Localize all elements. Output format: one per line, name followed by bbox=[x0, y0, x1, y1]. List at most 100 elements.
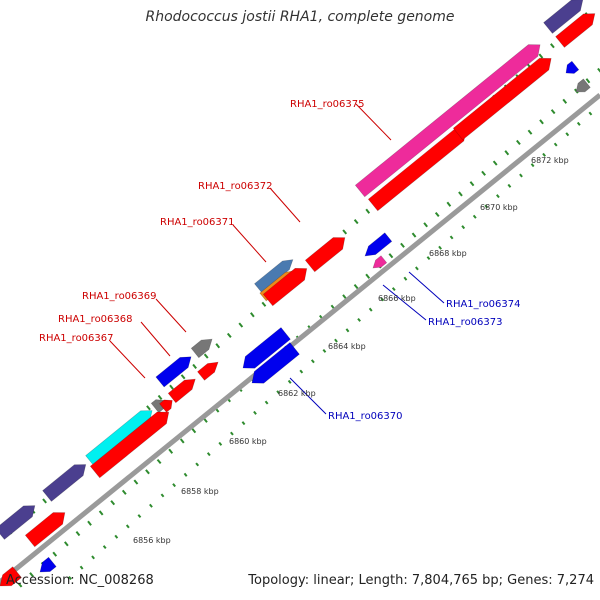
gene-label-ro06369[interactable]: RHA1_ro06369 bbox=[82, 291, 157, 302]
genome-summary-text: Topology: linear; Length: 7,804,765 bp; … bbox=[248, 573, 594, 588]
gene-arrow[interactable] bbox=[452, 57, 552, 141]
tick-mark bbox=[461, 225, 466, 230]
kbp-axis-labels: 6856 kbp 6858 kbp 6860 kbp 6862 kbp 6864… bbox=[133, 156, 569, 545]
tick-mark bbox=[157, 394, 163, 401]
tick-mark bbox=[52, 551, 58, 557]
kbp-label: 6866 kbp bbox=[378, 294, 416, 303]
tick-mark bbox=[114, 534, 119, 539]
tick-mark bbox=[334, 338, 338, 343]
gene-arrow[interactable] bbox=[0, 505, 36, 540]
gene-arrow[interactable] bbox=[167, 378, 196, 404]
tick-mark bbox=[426, 256, 431, 261]
gene-label-ro06371[interactable]: RHA1_ro06371 bbox=[160, 217, 235, 228]
gene-arrow[interactable] bbox=[372, 255, 388, 269]
gene-label-ro06370[interactable]: RHA1_ro06370 bbox=[328, 411, 403, 422]
tick-mark bbox=[121, 489, 127, 495]
gene-label-ro06375[interactable]: RHA1_ro06375 bbox=[290, 99, 365, 110]
tick-mark bbox=[276, 390, 281, 395]
kbp-label: 6856 kbp bbox=[133, 536, 171, 545]
gene-label-ro06372[interactable]: RHA1_ro06372 bbox=[198, 181, 273, 192]
gene-arrow[interactable] bbox=[251, 342, 300, 384]
tick-mark bbox=[79, 565, 84, 570]
kbp-label: 6862 kbp bbox=[278, 389, 316, 398]
gene-arrow[interactable] bbox=[242, 327, 291, 369]
gene-arrow[interactable] bbox=[24, 512, 66, 548]
tick-mark bbox=[345, 328, 350, 333]
tick-mark bbox=[264, 400, 269, 405]
tick-mark bbox=[192, 363, 197, 370]
tick-mark bbox=[403, 276, 408, 281]
tick-mark bbox=[562, 98, 568, 104]
gene-arrow[interactable] bbox=[543, 0, 584, 34]
gene-arrow[interactable] bbox=[555, 13, 596, 48]
kbp-label: 6868 kbp bbox=[429, 249, 467, 258]
kbp-label: 6864 kbp bbox=[328, 342, 366, 351]
tick-mark bbox=[230, 431, 234, 436]
tick-mark bbox=[527, 129, 533, 135]
tick-mark bbox=[576, 121, 581, 126]
tick-mark bbox=[458, 191, 463, 197]
tick-mark bbox=[588, 111, 593, 116]
tick-mark bbox=[17, 582, 23, 588]
tick-mark bbox=[365, 208, 371, 214]
tick-mark bbox=[481, 170, 486, 176]
tick-mark bbox=[492, 160, 498, 166]
gene-label-ro06374[interactable]: RHA1_ro06374 bbox=[446, 299, 521, 310]
tick-mark bbox=[287, 379, 292, 384]
tick-mark bbox=[68, 575, 72, 581]
gene-arrow[interactable] bbox=[304, 237, 346, 273]
gene-arrow[interactable] bbox=[0, 566, 22, 587]
genome-backbone bbox=[0, 93, 600, 586]
tick-mark bbox=[391, 287, 396, 292]
gene-arrow[interactable] bbox=[39, 556, 57, 573]
gene-arrow[interactable] bbox=[565, 60, 580, 74]
tick-mark bbox=[519, 173, 523, 178]
tick-mark bbox=[102, 545, 107, 550]
tick-mark bbox=[353, 219, 359, 225]
tick-mark bbox=[206, 452, 211, 457]
gene-labels: RHA1_ro06375 RHA1_ro06372 RHA1_ro06371 R… bbox=[39, 99, 521, 422]
gene-label-ro06373[interactable]: RHA1_ro06373 bbox=[428, 317, 503, 328]
tick-mark bbox=[180, 374, 186, 380]
tick-mark bbox=[261, 301, 267, 307]
tick-mark bbox=[125, 524, 130, 529]
gene-arrow[interactable] bbox=[190, 338, 213, 359]
tick-mark bbox=[172, 483, 176, 488]
tick-mark bbox=[137, 514, 142, 519]
tick-mark bbox=[226, 332, 232, 338]
tick-mark bbox=[64, 541, 69, 547]
tick-mark bbox=[98, 510, 104, 516]
gene-arrow[interactable] bbox=[89, 411, 170, 479]
gene-arrow[interactable] bbox=[254, 259, 294, 293]
tick-mark bbox=[516, 139, 521, 146]
gene-arrow[interactable] bbox=[262, 267, 308, 307]
tick-mark bbox=[238, 322, 244, 328]
tick-mark bbox=[310, 359, 315, 364]
gene-arrow[interactable] bbox=[575, 78, 591, 93]
tick-mark bbox=[472, 214, 477, 219]
tick-mark bbox=[507, 183, 512, 188]
gene-arrow[interactable] bbox=[155, 356, 192, 388]
tick-mark bbox=[496, 194, 500, 199]
tick-mark bbox=[195, 462, 200, 467]
tick-mark bbox=[29, 572, 34, 578]
gene-arrow[interactable] bbox=[364, 232, 393, 257]
kbp-label: 6858 kbp bbox=[181, 487, 219, 496]
tick-mark bbox=[156, 458, 162, 465]
gene-arrow[interactable] bbox=[197, 361, 219, 381]
tick-mark bbox=[469, 181, 475, 187]
gene-label-ro06367[interactable]: RHA1_ro06367 bbox=[39, 333, 114, 344]
tick-mark bbox=[250, 312, 255, 318]
tick-mark bbox=[42, 498, 47, 504]
gene-arrow[interactable] bbox=[354, 44, 541, 198]
gene-arrow[interactable] bbox=[42, 464, 87, 502]
tick-mark bbox=[179, 438, 185, 444]
tick-mark bbox=[110, 500, 116, 506]
tick-mark bbox=[411, 232, 417, 238]
tick-mark bbox=[484, 204, 489, 209]
tick-mark bbox=[368, 307, 373, 312]
gene-label-ro06368[interactable]: RHA1_ro06368 bbox=[58, 314, 133, 325]
tick-mark bbox=[449, 235, 454, 240]
gene-arrow[interactable] bbox=[159, 399, 173, 413]
